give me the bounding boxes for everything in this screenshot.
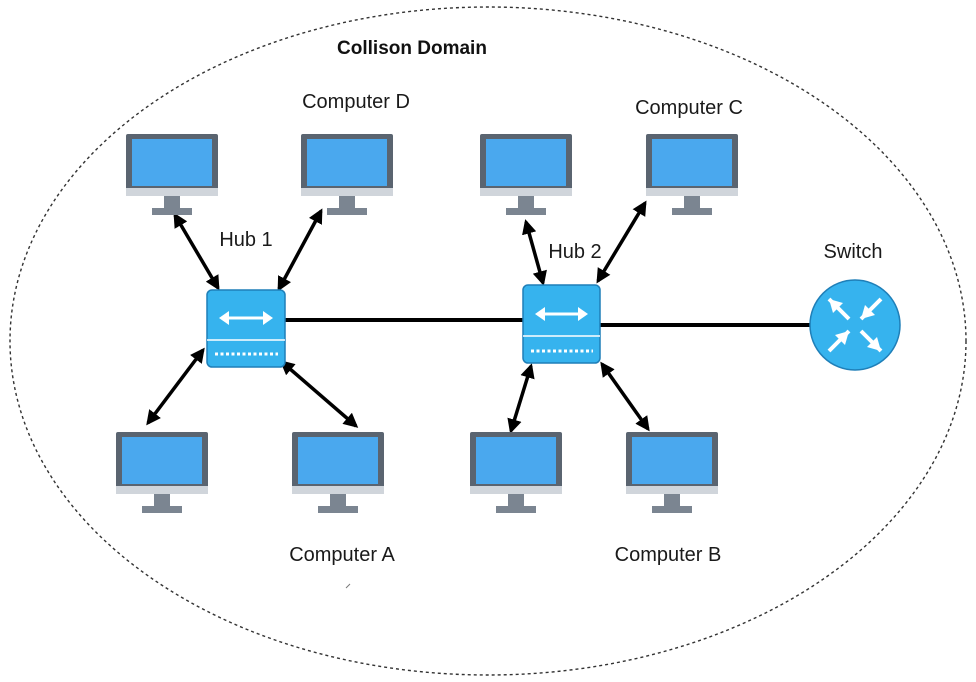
hub1-link-computer-d [277, 208, 323, 292]
computer-a-label: Computer A [289, 544, 395, 566]
hub-1-label: Hub 1 [219, 229, 272, 251]
collision-domain-boundary [9, 6, 967, 676]
stray-mark [345, 583, 351, 589]
computer-d-label: Computer D [302, 91, 410, 113]
hub2-link-computer-c [596, 200, 647, 284]
computer-top-left-monitor-icon [126, 134, 218, 215]
diagram-title: Collison Domain [337, 38, 487, 59]
hub2-link-computer-b [600, 361, 650, 432]
hub-2-icon [522, 284, 601, 364]
hub1-link-bottom-left [146, 347, 205, 426]
computer-c-label: Computer C [635, 97, 743, 119]
computer-a-monitor-icon [292, 432, 384, 513]
hub2-link-bottom-left [507, 363, 535, 434]
switch-icon [809, 279, 901, 371]
computer-bottom-middle-monitor-icon [470, 432, 562, 513]
hub-2-label: Hub 2 [548, 241, 601, 263]
computer-b-monitor-icon [626, 432, 718, 513]
computer-bottom-left-monitor-icon [116, 432, 208, 513]
computer-c-monitor-icon [646, 134, 738, 215]
hub-1-icon [206, 289, 286, 368]
hub1-link-top-left [173, 212, 220, 291]
hub1-link-computer-a [279, 360, 359, 428]
computer-top-middle-monitor-icon [480, 134, 572, 215]
computer-d-monitor-icon [301, 134, 393, 215]
hub2-link-top-left [522, 219, 547, 286]
switch-label: Switch [824, 241, 883, 263]
computer-b-label: Computer B [615, 544, 722, 566]
